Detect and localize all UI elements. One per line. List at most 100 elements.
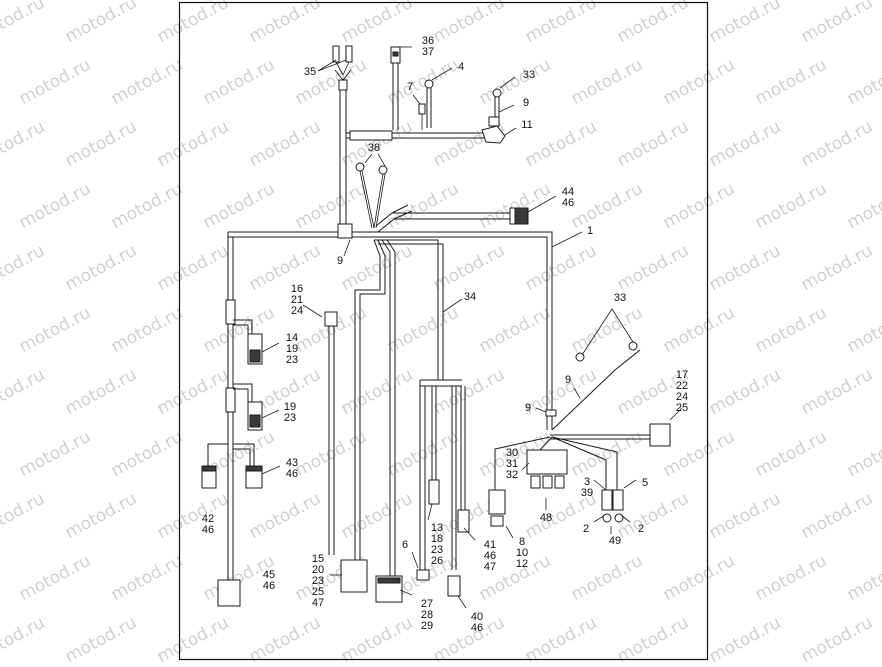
callout-number: 31: [506, 458, 518, 470]
callout-number: 29: [421, 620, 433, 632]
callout-number: 20: [312, 564, 324, 576]
callout-number: 9: [337, 255, 343, 267]
callout-number: 49: [609, 535, 621, 547]
callout-number: 44: [562, 186, 574, 198]
callout-38: 38: [368, 142, 380, 154]
callout-2-left: 2: [583, 523, 589, 535]
callout-number: 22: [676, 380, 688, 392]
callout-34: 34: [464, 291, 476, 303]
callout-number: 48: [540, 512, 552, 524]
callout-49: 49: [609, 535, 621, 547]
callout-9-mid: 9: [565, 374, 571, 386]
diagram-frame: [178, 1, 709, 661]
callout-2-right: 2: [638, 523, 644, 535]
callout-number: 2: [638, 523, 644, 535]
callout-number: 10: [516, 547, 528, 559]
callout-number: 27: [421, 598, 433, 610]
callout-number: 19: [286, 343, 298, 355]
callout-11: 11: [521, 119, 532, 131]
callout-48: 48: [540, 512, 552, 524]
callout-number: 47: [312, 597, 324, 609]
callout-number: 9: [525, 402, 531, 414]
callout-number: 38: [368, 142, 380, 154]
callout-number: 26: [431, 555, 443, 567]
callout-number: 30: [506, 447, 518, 459]
callout-number: 39: [581, 487, 593, 499]
callout-number: 35: [304, 66, 316, 78]
callout-7: 7: [407, 81, 413, 93]
callout-number: 3: [584, 476, 590, 488]
callout-number: 25: [676, 402, 688, 414]
callout-number: 46: [471, 622, 483, 634]
callout-9-top: 9: [523, 97, 529, 109]
callout-number: 33: [614, 292, 626, 304]
callout-number: 15: [312, 553, 324, 565]
callout-leaders: [261, 46, 683, 609]
main-harness: [201, 45, 671, 607]
callout-number: 13: [431, 522, 443, 534]
callout-number: 9: [523, 97, 529, 109]
callout-number: 40: [471, 611, 483, 623]
callout-33-right: 33: [614, 292, 626, 304]
callout-number: 46: [202, 524, 214, 536]
callout-number: 9: [565, 374, 571, 386]
callout-number: 8: [519, 536, 525, 548]
callout-number: 2: [583, 523, 589, 535]
callout-number: 41: [484, 539, 496, 551]
callout-number: 1: [587, 225, 593, 237]
callout-number: 23: [286, 354, 298, 366]
callout-number: 45: [263, 569, 275, 581]
callout-number: 19: [284, 401, 296, 413]
callout-number: 4: [458, 61, 464, 73]
callout-number: 46: [562, 197, 574, 209]
callout-5: 5: [642, 477, 648, 489]
callout-number: 28: [421, 609, 433, 621]
callout-6: 6: [402, 539, 408, 551]
callout-number: 12: [516, 558, 528, 570]
callout-number: 23: [312, 575, 324, 587]
callout-number: 46: [286, 468, 298, 480]
callout-number: 37: [422, 46, 434, 58]
callout-number: 34: [464, 291, 476, 303]
callout-number: 11: [521, 119, 532, 131]
callout-number: 5: [642, 477, 648, 489]
callout-number: 23: [431, 544, 443, 556]
callout-33-top: 33: [523, 69, 535, 81]
callout-4: 4: [458, 61, 464, 73]
callout-number: 33: [523, 69, 535, 81]
callout-number: 24: [291, 305, 303, 317]
callout-number: 21: [291, 294, 303, 306]
callout-number: 18: [431, 533, 443, 545]
callout-number: 17: [676, 369, 688, 381]
callout-number: 32: [506, 469, 518, 481]
callout-3-39: 339: [581, 476, 593, 499]
callout-number: 47: [484, 561, 496, 573]
callout-labels: 3536374733911384446193416212414192319234…: [202, 35, 688, 634]
callout-number: 46: [263, 580, 275, 592]
callout-1: 1: [587, 225, 593, 237]
callout-number: 36: [422, 35, 434, 47]
callout-number: 14: [286, 332, 298, 344]
callout-number: 16: [291, 283, 303, 295]
callout-9-right: 9: [525, 402, 531, 414]
callout-number: 46: [484, 550, 496, 562]
callout-number: 7: [407, 81, 413, 93]
